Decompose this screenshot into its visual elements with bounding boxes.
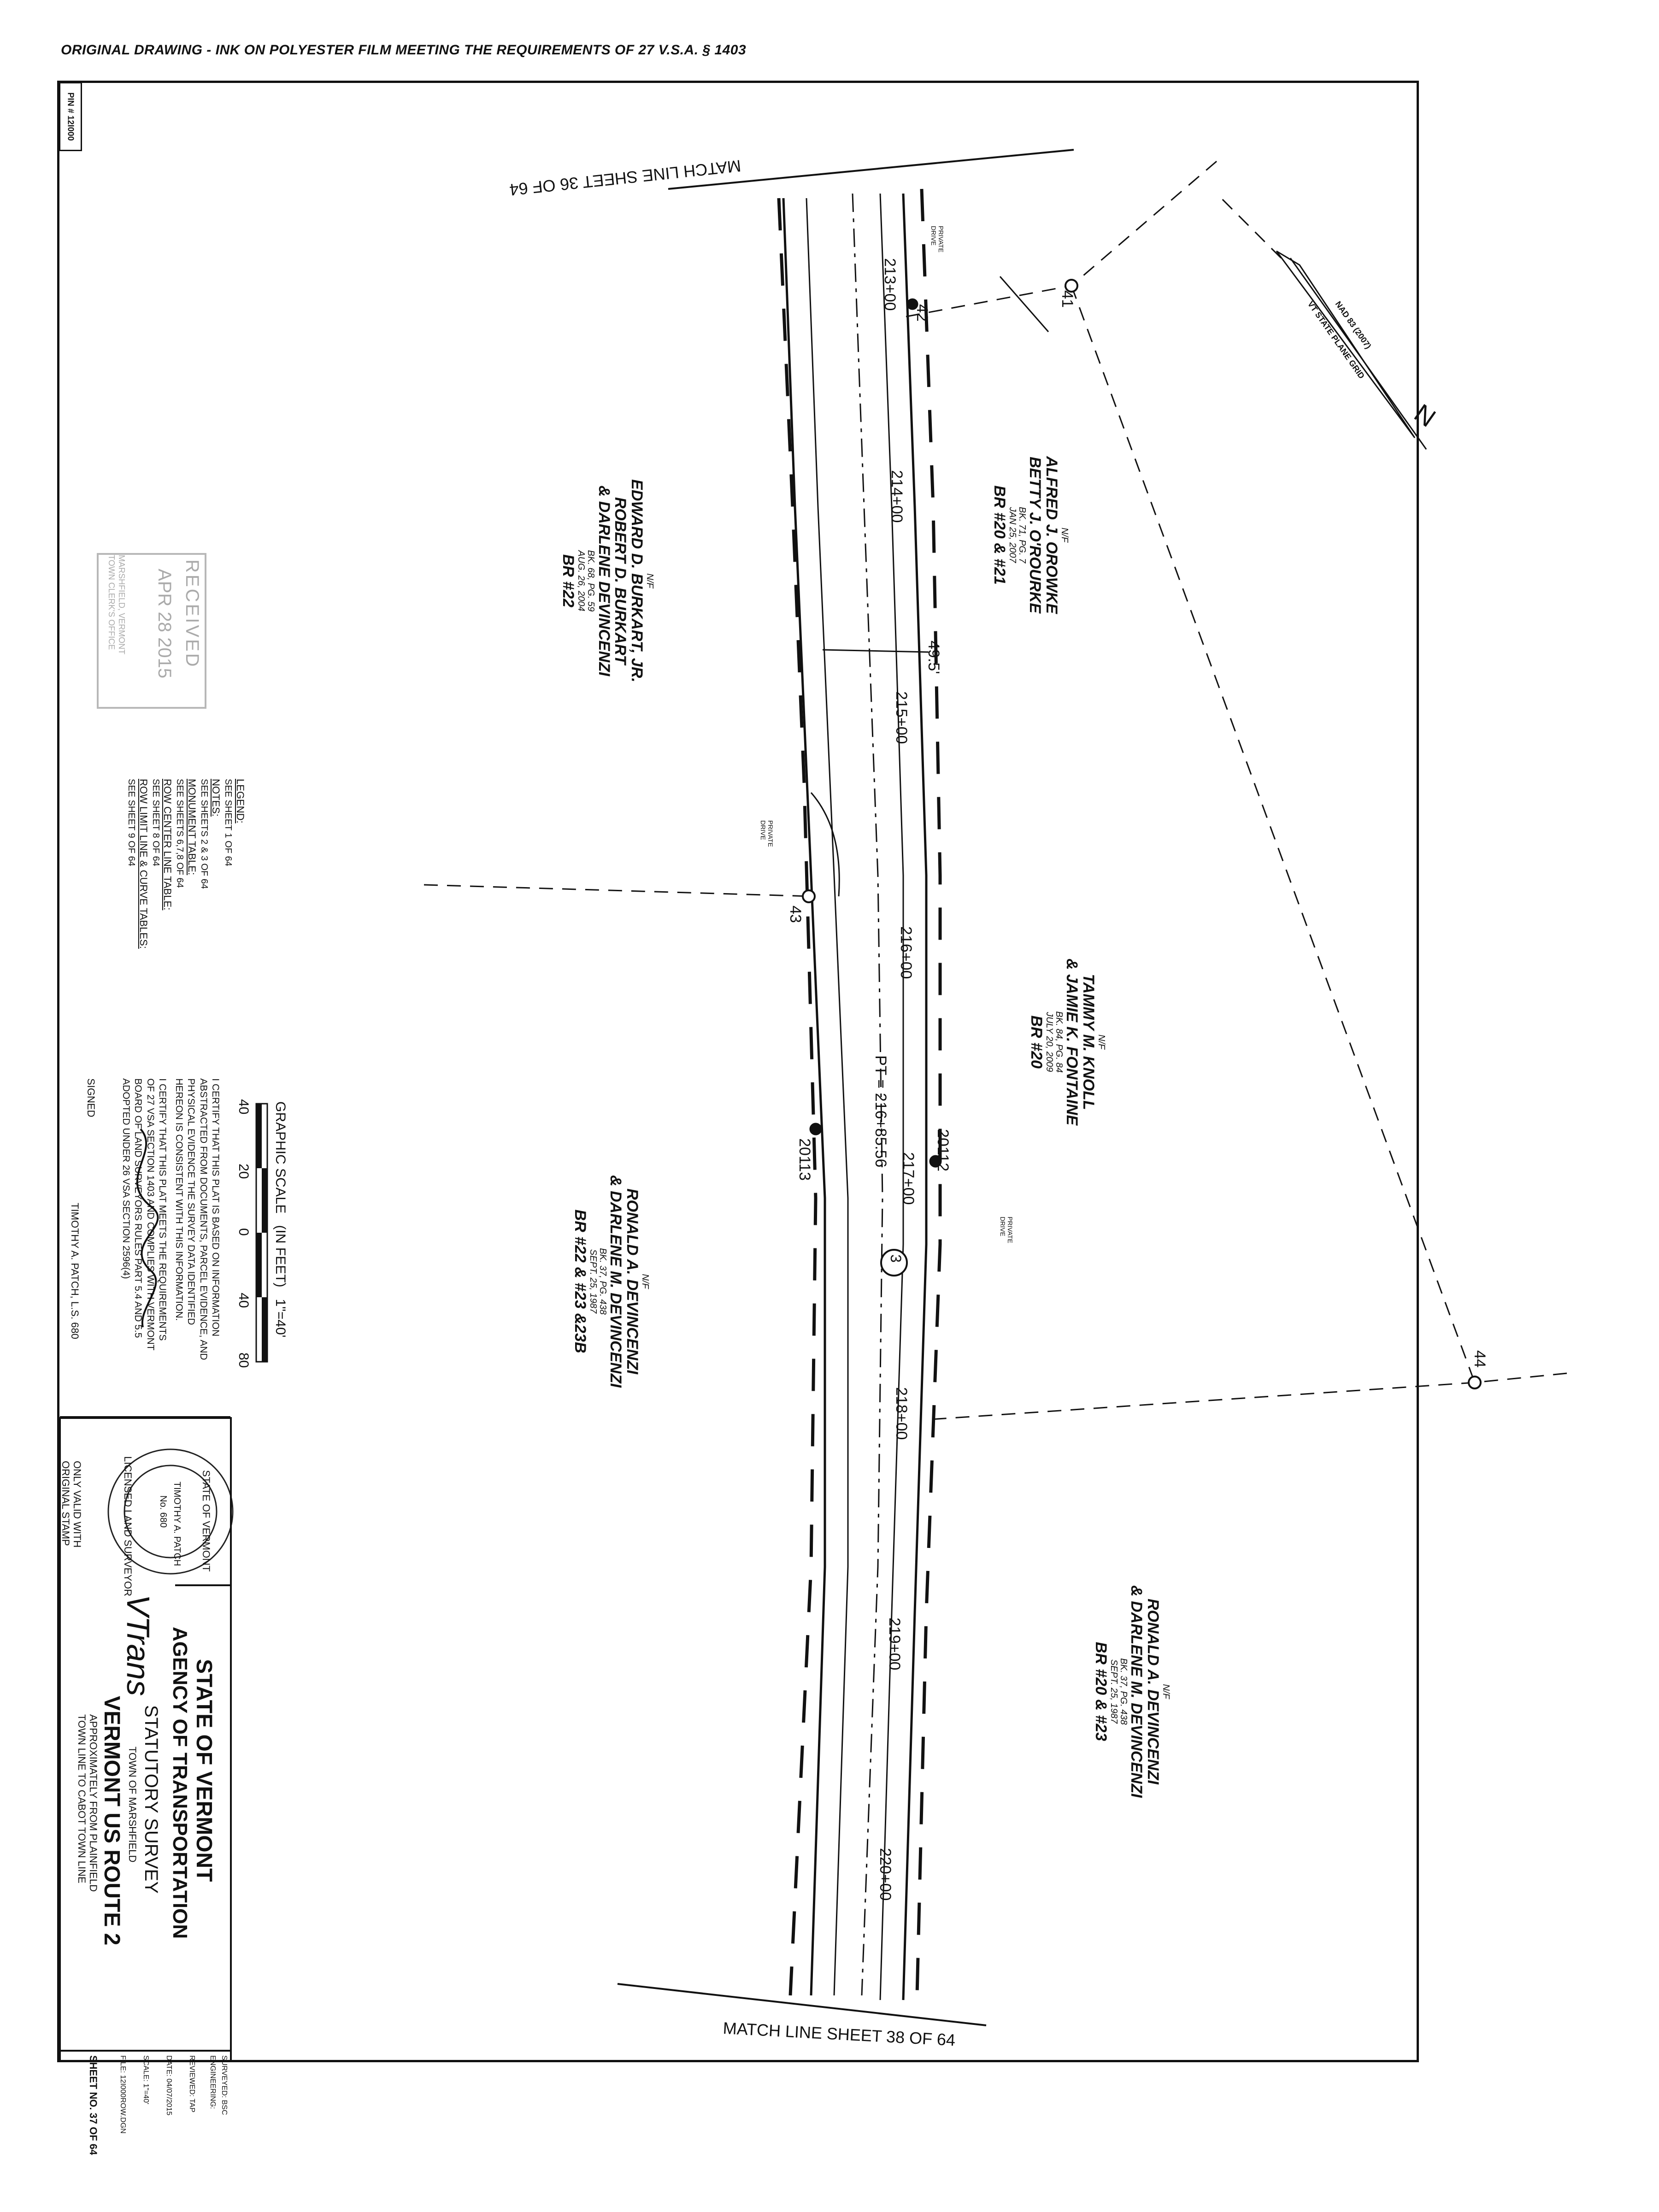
property-line-43: [424, 884, 812, 897]
scale-tick: 40: [236, 1099, 251, 1115]
title-approx: APPROXIMATELY FROM PLAINFIELD: [88, 1714, 99, 1892]
private-drive-label: PRIVATE DRIVE: [759, 820, 774, 847]
sheet-engineering: ENGINEERING:: [209, 2055, 217, 2109]
point-20113-marker: [809, 1123, 822, 1135]
station-label: 215+00: [893, 691, 910, 744]
title-agency: AGENCY OF TRANSPORTATION: [169, 1627, 191, 1939]
property-line-41: [898, 160, 1217, 319]
row-centerline: [852, 193, 883, 1996]
received-office: TOWN CLERK'S OFFICE: [107, 555, 116, 650]
title-route: VERMONT US ROUTE 2: [100, 1696, 124, 1946]
owner-label-knoll: N/F TAMMY M. KNOLL& JAMIE K. FONTAINE BK…: [1027, 959, 1106, 1126]
station-label: 216+00: [897, 926, 915, 979]
graphic-scale-bar: [255, 1103, 268, 1363]
signed-label: SIGNED: [85, 1078, 97, 1118]
drawing-frame: [57, 81, 1419, 2062]
scale-tick: 20: [236, 1164, 251, 1179]
drawing-header-note: ORIGINAL DRAWING - INK ON POLYESTER FILM…: [61, 42, 747, 58]
private-drive-label: PRIVATE DRIVE: [999, 1217, 1014, 1243]
received-title: RECEIVED: [182, 559, 202, 669]
sheet-surveyed: SURVEYED: BSC: [220, 2055, 228, 2115]
width-dimension-line: [822, 649, 929, 653]
scale-title: GRAPHIC SCALE (IN FEET) 1"=40': [273, 1101, 288, 1338]
sheet-date: DATE: 04/07/2015: [165, 2055, 173, 2116]
legend-notes: LEGEND:SEE SHEET 1 OF 64 NOTES:SEE SHEET…: [126, 779, 247, 949]
pt-label: PT = 216+85.56: [872, 1055, 889, 1168]
sheet-number: SHEET NO. 37 OF 64: [88, 2055, 99, 2155]
title-limits: TOWN LINE TO CABOT TOWN LINE: [76, 1714, 88, 1883]
owner-leader-line: [999, 276, 1049, 332]
owner-label-devincenzi-south: N/F RONALD A. DEVINCENZI& DARLENE M. DEV…: [571, 1175, 650, 1388]
property-line-41-44: [1071, 285, 1476, 1383]
title-town: TOWN OF MARSHFIELD: [127, 1747, 138, 1863]
point-41-marker: [1065, 279, 1078, 293]
point-20112-marker: [929, 1155, 942, 1168]
point-label: 41: [1059, 290, 1076, 308]
received-town: MARSHFIELD, VERMONT: [117, 555, 126, 655]
sheet-reviewed: REVIEWED: TAP: [188, 2055, 196, 2112]
received-stamp: RECEIVED APR 28 2015 MARSHFIELD, VERMONT…: [97, 553, 206, 709]
road-shoulder-left: [806, 198, 849, 1996]
row-width-label: 49.5': [925, 641, 942, 674]
private-drive-outline: [810, 792, 840, 897]
vtrans-logo: VTrans: [120, 1594, 156, 1696]
sheet-scale: SCALE: 1"=40': [142, 2055, 150, 2105]
point-label: 20113: [796, 1138, 813, 1181]
title-block: [59, 1417, 232, 2062]
station-label: 213+00: [881, 258, 899, 311]
match-line-top: [668, 149, 1074, 190]
road-edge-left: [782, 198, 826, 1996]
station-label: 218+00: [893, 1387, 910, 1440]
surveyor-signature-image: [136, 1128, 159, 1328]
point-label: 42: [913, 304, 931, 322]
row-limit-left: [777, 198, 818, 1996]
point-label: 44: [1471, 1350, 1488, 1368]
row-limit-right: [915, 188, 942, 1996]
received-date: APR 28 2015: [154, 569, 175, 678]
point-label: 20112: [934, 1129, 952, 1172]
property-line-nw: [1220, 197, 1282, 259]
point-label: 43: [787, 906, 804, 923]
north-arrow-icon: [1276, 250, 1427, 450]
pin-box: PIN # 12I000: [59, 82, 82, 151]
surveyor-name: TIMOTHY A. PATCH, L.S. 680: [69, 1203, 81, 1339]
scale-tick: 0: [236, 1228, 251, 1236]
circle-3-marker: [880, 1249, 908, 1277]
owner-label-devincenzi-north: N/F RONALD A. DEVINCENZI& DARLENE M. DEV…: [1092, 1585, 1171, 1798]
road-edge-right: [902, 193, 928, 2000]
station-label: 220+00: [877, 1848, 894, 1901]
point-43-marker: [802, 889, 816, 903]
sheet-file: FILE: 12I000ROW.DGN: [119, 2055, 127, 2134]
station-label: 214+00: [888, 470, 906, 523]
scale-tick: 80: [236, 1353, 251, 1368]
station-label: 217+00: [900, 1152, 917, 1205]
road-shoulder-right: [879, 193, 904, 2000]
owner-label-burkart: N/F EDWARD D. BURKART, JR.ROBERT D. BURK…: [559, 479, 655, 682]
point-42-marker: [906, 298, 918, 310]
certification-text: I CERTIFY THAT THIS PLAT IS BASED ON INF…: [121, 1078, 221, 1360]
point-44-marker: [1468, 1376, 1482, 1389]
title-survey: STATUTORY SURVEY: [141, 1705, 161, 1894]
circle-3-label: 3: [888, 1254, 904, 1263]
private-drive-label: PRIVATE DRIVE: [930, 226, 945, 253]
match-line-bottom: [617, 1983, 987, 2026]
surveyor-seal-image: [107, 1448, 234, 1575]
station-label: 219+00: [886, 1618, 903, 1671]
scale-tick: 40: [236, 1293, 251, 1308]
title-state: STATE OF VERMONT: [192, 1659, 216, 1882]
